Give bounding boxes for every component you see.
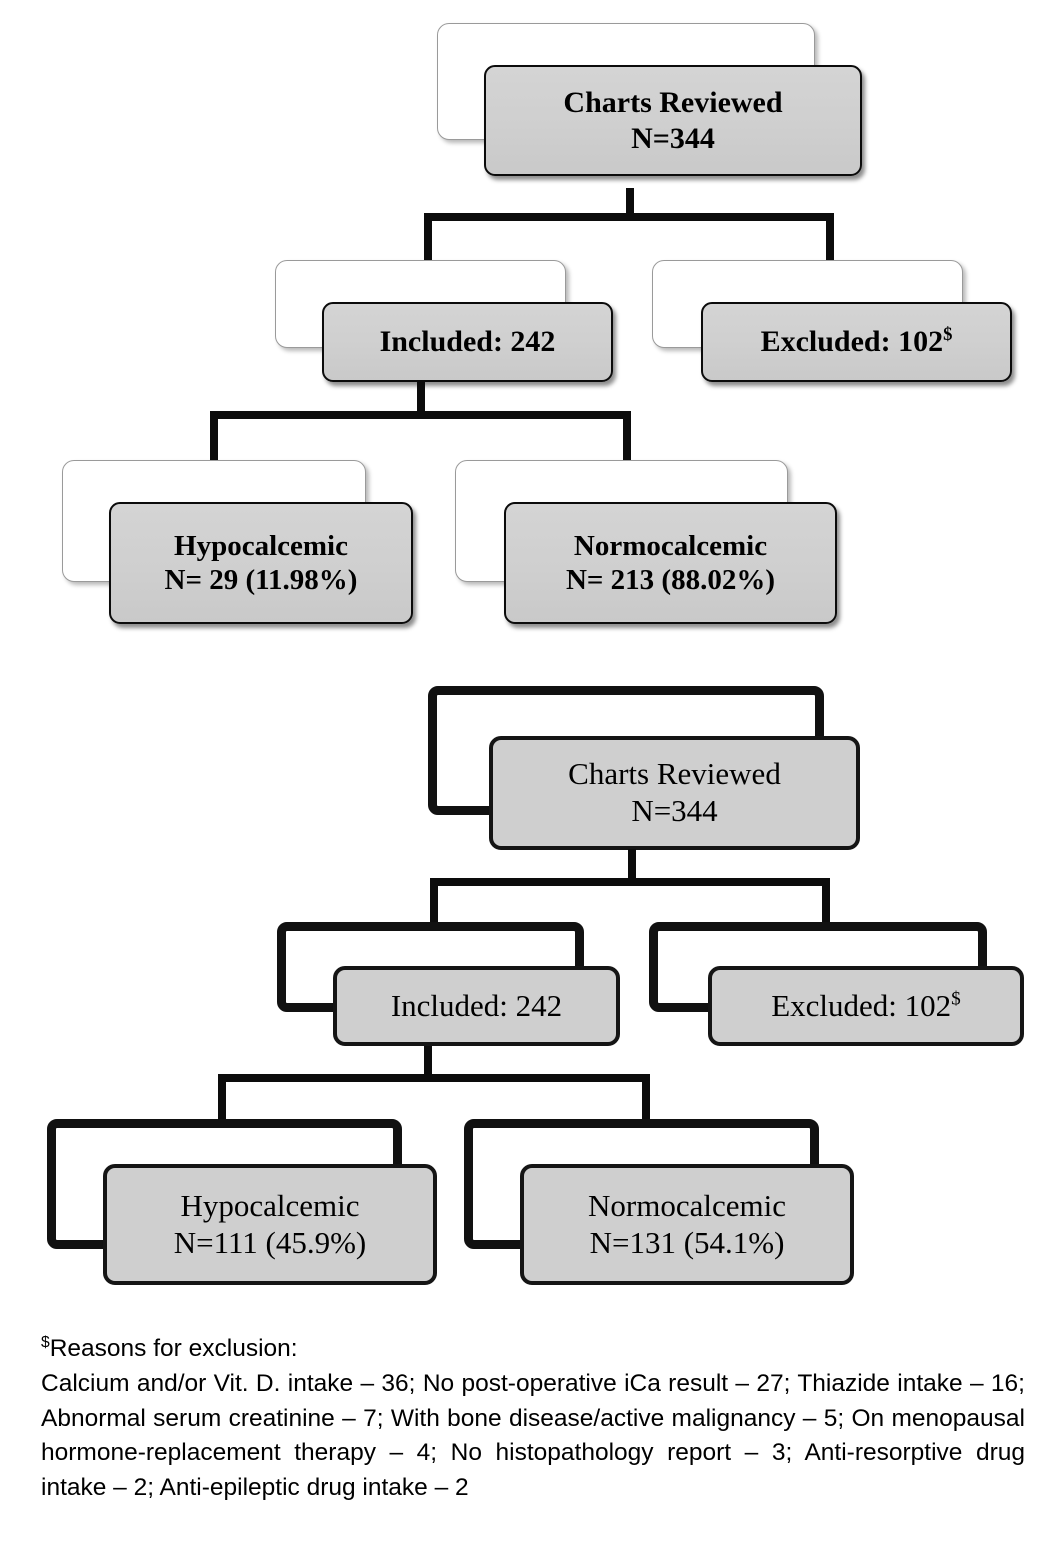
footnote-body: Calcium and/or Vit. D. intake – 36; No p…: [41, 1369, 1025, 1502]
connector-to-included-top: [424, 213, 432, 261]
footnote-marker-icon: $: [951, 988, 961, 1010]
node-count: N=131 (54.1%): [589, 1224, 785, 1260]
node-front-card: Hypocalcemic N= 29 (11.98%): [109, 502, 413, 624]
node-normocalcemic-bottom: Normocalcemic N=131 (54.1%): [464, 1119, 854, 1285]
footnote-marker-icon: $: [41, 1333, 50, 1351]
footnote-heading-text: Reasons for exclusion:: [49, 1335, 298, 1362]
node-count: N= 29 (11.98%): [164, 564, 358, 596]
node-included-top: Included: 242: [275, 260, 613, 382]
connector-root-bar-bottom: [430, 878, 830, 886]
node-count: N=344: [631, 793, 718, 828]
node-hypocalcemic-top: Hypocalcemic N= 29 (11.98%): [62, 460, 413, 624]
node-front-card: Excluded: 102$: [708, 966, 1024, 1046]
node-front-card: Normocalcemic N=131 (54.1%): [520, 1164, 854, 1285]
connector-to-normocalcemic-bottom: [642, 1074, 650, 1122]
node-count: N= 213 (88.02%): [565, 564, 776, 596]
node-title: Hypocalcemic: [180, 1187, 360, 1223]
node-label: Excluded: 102$: [761, 324, 953, 359]
node-charts-reviewed-top: Charts Reviewed N=344: [437, 23, 862, 188]
footnote-marker-icon: $: [943, 324, 953, 346]
connector-root-stem-top: [626, 188, 634, 217]
node-label: Included: 242: [390, 987, 563, 1023]
node-title: Hypocalcemic: [174, 529, 348, 562]
node-front-card: Charts Reviewed N=344: [484, 65, 862, 176]
connector-included-stem-top: [417, 382, 425, 414]
connector-to-excluded-bottom: [822, 878, 830, 924]
node-front-card: Charts Reviewed N=344: [489, 736, 860, 850]
node-included-bottom: Included: 242: [277, 922, 620, 1046]
connector-to-hypocalcemic-bottom: [218, 1074, 226, 1122]
node-title: Normocalcemic: [588, 1187, 786, 1223]
connector-to-excluded-top: [826, 213, 834, 261]
node-label-text: Excluded: 102: [760, 325, 944, 359]
node-front-card: Normocalcemic N= 213 (88.02%): [504, 502, 837, 624]
connector-to-normocalcemic-top: [623, 411, 631, 461]
node-charts-reviewed-bottom: Charts Reviewed N=344: [428, 686, 860, 850]
connector-root-bar-top: [424, 213, 834, 221]
node-count: N=344: [631, 121, 715, 155]
connector-included-bar-top: [210, 411, 631, 419]
connector-included-stem-bottom: [424, 1046, 432, 1078]
node-excluded-bottom: Excluded: 102$: [649, 922, 1024, 1046]
connector-included-bar-bottom: [218, 1074, 650, 1082]
node-title: Charts Reviewed: [563, 86, 783, 120]
node-front-card: Included: 242: [333, 966, 620, 1046]
node-front-card: Included: 242: [322, 302, 613, 382]
node-count: N=111 (45.9%): [173, 1224, 367, 1260]
node-front-card: Excluded: 102$: [701, 302, 1012, 382]
node-normocalcemic-top: Normocalcemic N= 213 (88.02%): [455, 460, 837, 624]
connector-root-stem-bottom: [628, 849, 636, 882]
node-label-text: Excluded: 102: [771, 987, 952, 1023]
connector-to-included-bottom: [430, 878, 438, 924]
footnote-heading: $Reasons for exclusion:: [41, 1332, 1025, 1367]
node-title: Normocalcemic: [573, 529, 768, 562]
node-label: Included: 242: [379, 325, 556, 359]
exclusion-footnote: $Reasons for exclusion: Calcium and/or V…: [41, 1332, 1025, 1506]
node-hypocalcemic-bottom: Hypocalcemic N=111 (45.9%): [47, 1119, 437, 1285]
node-excluded-top: Excluded: 102$: [652, 260, 1012, 382]
node-title: Charts Reviewed: [568, 756, 781, 792]
connector-to-hypocalcemic-top: [210, 411, 218, 461]
node-label: Excluded: 102$: [771, 988, 961, 1025]
node-front-card: Hypocalcemic N=111 (45.9%): [103, 1164, 437, 1285]
